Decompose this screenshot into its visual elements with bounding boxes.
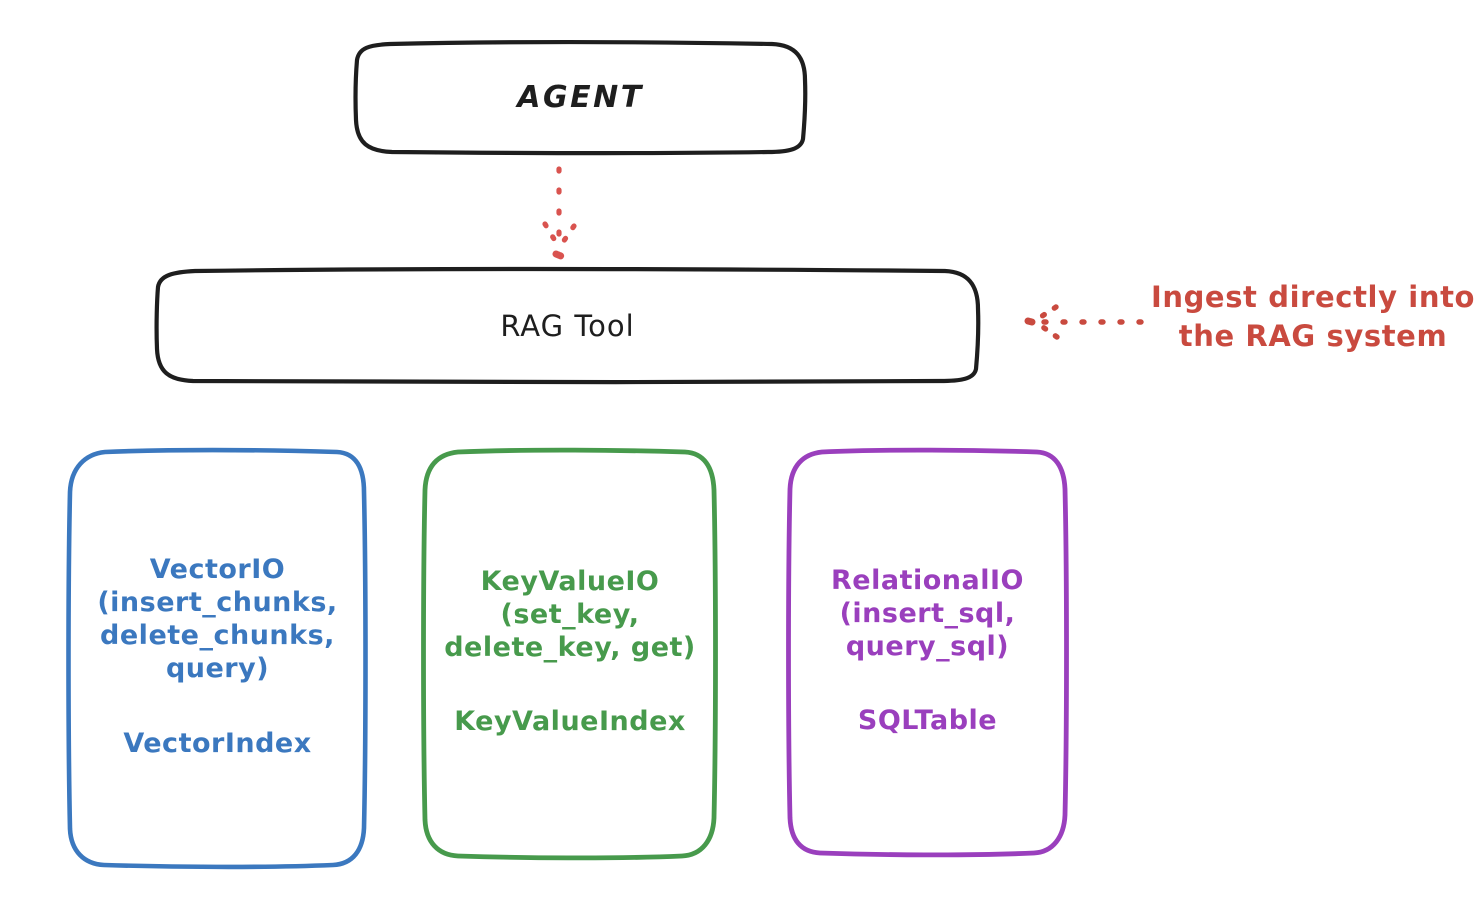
rag-tool-box[interactable] xyxy=(154,267,981,385)
key-value-io-box[interactable] xyxy=(421,447,718,861)
agent-to-rag-tool-arrow xyxy=(542,166,577,260)
agent-box[interactable] xyxy=(353,40,808,156)
vector-io-box[interactable] xyxy=(66,447,368,870)
ingest-note-arrow xyxy=(1024,304,1144,340)
relational-io-box[interactable] xyxy=(786,447,1069,858)
